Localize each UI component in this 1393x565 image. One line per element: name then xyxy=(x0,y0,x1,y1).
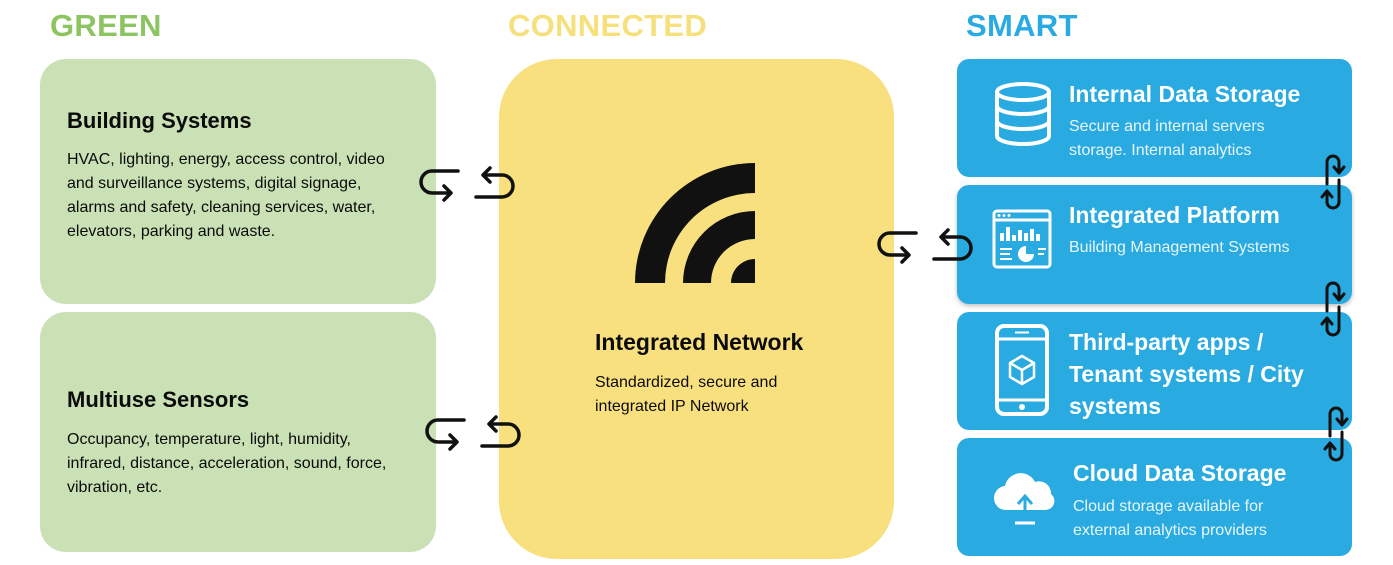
integrated-platform-box: Integrated Platform Building Management … xyxy=(957,185,1352,304)
dashboard-icon xyxy=(992,209,1052,269)
bidirectional-arrow-vertical-icon xyxy=(1320,154,1346,210)
multiuse-sensors-text: Occupancy, temperature, light, humidity,… xyxy=(67,431,387,496)
integrated-network-title: Integrated Network xyxy=(595,329,804,355)
header-green: GREEN xyxy=(50,8,162,43)
bidirectional-arrow-icon xyxy=(419,166,515,202)
bidirectional-arrow-icon xyxy=(425,415,521,451)
header-connected: CONNECTED xyxy=(508,8,708,43)
internal-data-storage-title: Internal Data Storage xyxy=(1069,81,1301,107)
third-party-apps-title: Third-party apps / Tenant systems / City… xyxy=(1069,329,1304,419)
third-party-apps-box: Third-party apps / Tenant systems / City… xyxy=(957,312,1352,430)
integrated-platform-title: Integrated Platform xyxy=(1069,202,1280,228)
header-smart: SMART xyxy=(966,8,1078,43)
cloud-upload-icon xyxy=(993,473,1055,525)
multiuse-sensors-box: Multiuse Sensors Occupancy, temperature,… xyxy=(40,312,436,552)
building-systems-title: Building Systems xyxy=(67,108,252,133)
cloud-data-storage-text: Cloud storage available for external ana… xyxy=(1073,498,1267,539)
cloud-data-storage-box: Cloud Data Storage Cloud storage availab… xyxy=(957,438,1352,556)
cloud-data-storage-title: Cloud Data Storage xyxy=(1073,460,1287,486)
building-systems-box: Building Systems HVAC, lighting, energy,… xyxy=(40,59,436,304)
integrated-network-box: Integrated Network Standardized, secure … xyxy=(499,59,894,559)
integrated-platform-text: Building Management Systems xyxy=(1069,239,1290,256)
wifi-icon xyxy=(635,163,755,283)
smartphone-cube-icon xyxy=(995,324,1049,416)
bidirectional-arrow-vertical-icon xyxy=(1323,406,1349,462)
internal-data-storage-box: Internal Data Storage Secure and interna… xyxy=(957,59,1352,177)
integrated-network-text: Standardized, secure and integrated IP N… xyxy=(595,374,778,415)
multiuse-sensors-title: Multiuse Sensors xyxy=(67,387,250,412)
internal-data-storage-text: Secure and internal servers storage. Int… xyxy=(1069,118,1265,159)
database-icon xyxy=(995,82,1051,146)
building-systems-text: HVAC, lighting, energy, access control, … xyxy=(67,151,385,240)
bidirectional-arrow-vertical-icon xyxy=(1320,281,1346,337)
bidirectional-arrow-icon xyxy=(877,228,973,264)
